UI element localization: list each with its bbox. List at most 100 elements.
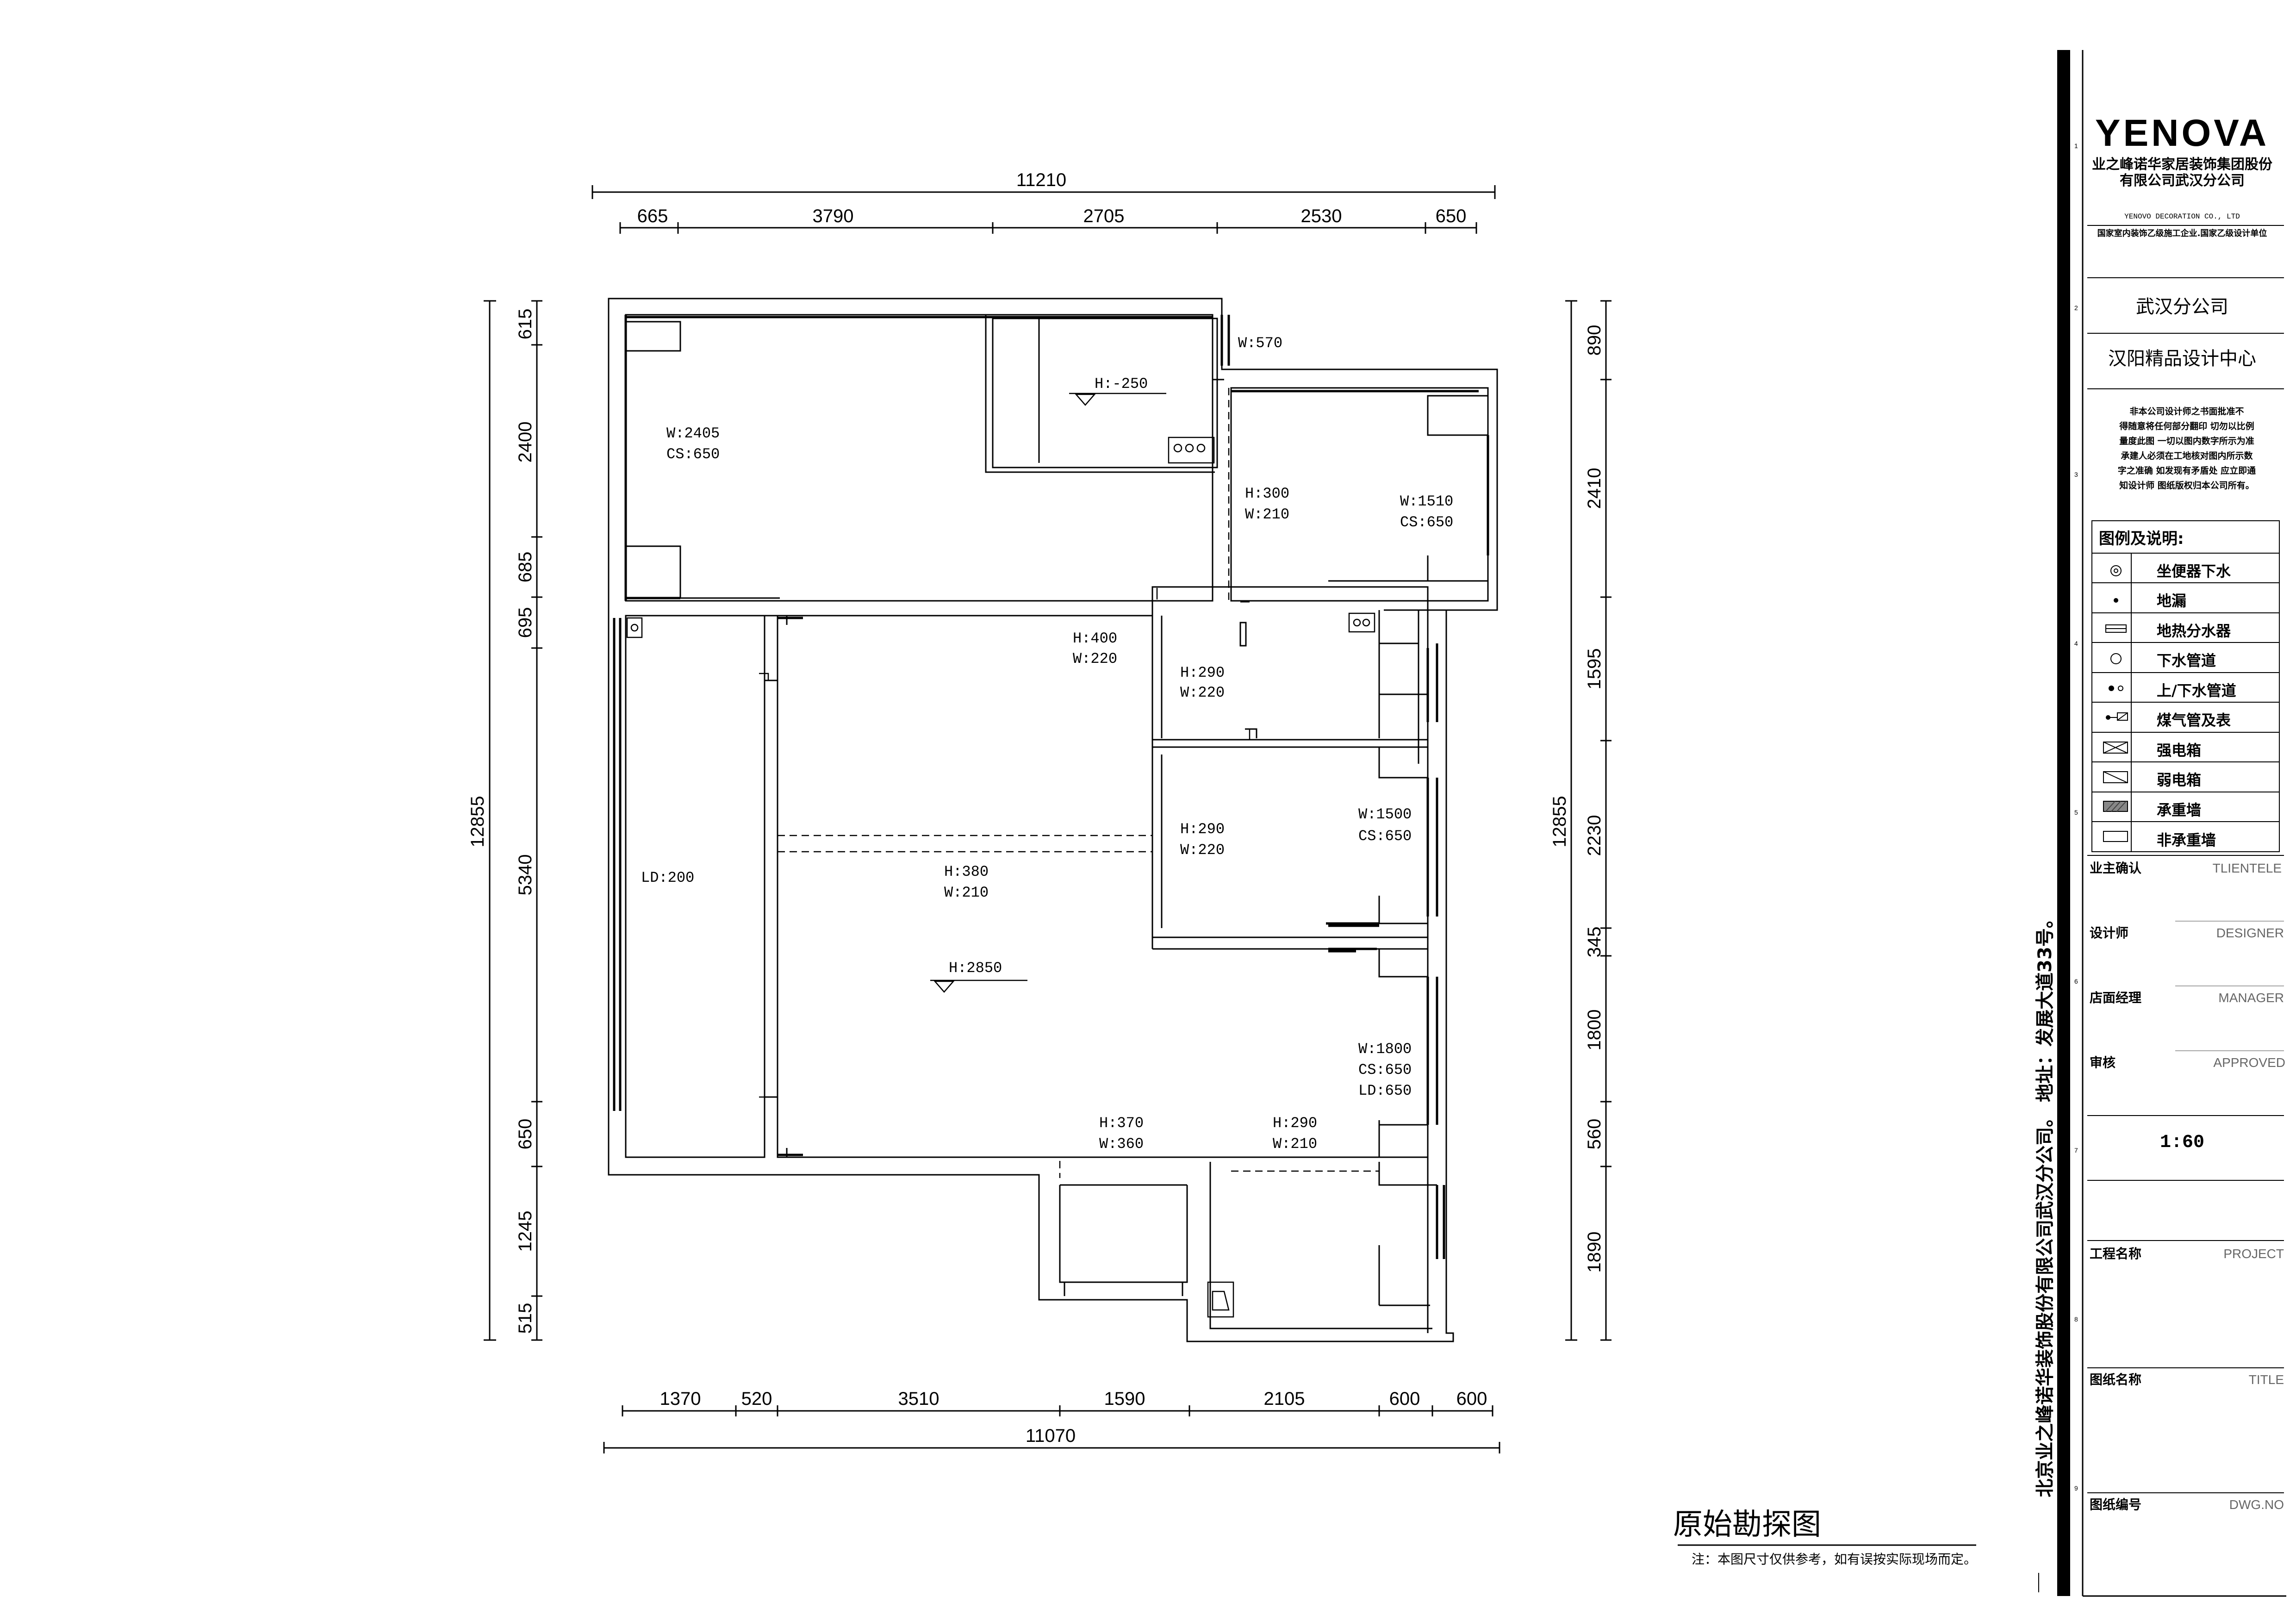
row-number: 7 xyxy=(2074,1147,2078,1154)
interior-walls xyxy=(765,315,1446,1333)
row-number: 5 xyxy=(2074,809,2078,816)
level-triangle-icon xyxy=(933,980,955,993)
field-label: 图纸编号 xyxy=(2090,1497,2141,1512)
dim-top: 650 xyxy=(1436,206,1467,226)
dim-right: 1800 xyxy=(1584,1010,1605,1051)
dim-bottom: 2105 xyxy=(1264,1389,1305,1409)
level-markers xyxy=(930,393,1166,993)
annotation: H:380 xyxy=(944,863,989,880)
field-label-en: MANAGER xyxy=(2218,991,2284,1005)
field-label-en: APPROVED xyxy=(2213,1055,2285,1070)
annotation: H:400 xyxy=(1073,630,1117,647)
field-label: 审核 xyxy=(2090,1055,2116,1070)
dimension-lines xyxy=(484,185,1612,1453)
legend-label: 弱电箱 xyxy=(2157,771,2201,789)
annotation: W:1800 xyxy=(1358,1041,1412,1058)
legend-icons xyxy=(2103,565,2128,842)
gas-pipe-meter-icon xyxy=(2106,712,2128,721)
annotation: CS:650 xyxy=(1400,514,1453,531)
legend-label: 非承重墙 xyxy=(2157,831,2216,849)
load-bearing-wall-icon xyxy=(2103,801,2128,812)
notice-line: 字之准确 如发现有矛盾处 应立即通 xyxy=(2118,465,2256,476)
annotation: W:220 xyxy=(1073,650,1117,667)
drawing-note: 注：本图尺寸仅供参考，如有误按实际现场而定。 xyxy=(1692,1552,1977,1567)
annotation: W:360 xyxy=(1099,1135,1144,1153)
annotation: W:220 xyxy=(1180,842,1225,859)
dim-left: 615 xyxy=(515,309,535,340)
field-label-en: PROJECT xyxy=(2223,1247,2284,1261)
dim-left: 685 xyxy=(515,552,535,583)
windows xyxy=(613,315,1489,1259)
field-label: 店面经理 xyxy=(2090,990,2141,1005)
company-name-en: YENOVO DECORATION CO., LTD xyxy=(2124,212,2240,221)
dim-bottom: 520 xyxy=(741,1389,772,1409)
notice-line: 承建人必须在工地核对图内所示数 xyxy=(2121,450,2253,461)
field-label-en: TITLE xyxy=(2249,1372,2284,1387)
dim-right: 560 xyxy=(1584,1119,1605,1150)
copyright-notice: 非本公司设计师之书面批准不 得随意将任何部分翻印 切勿以比例 量度此图 一切以图… xyxy=(2118,406,2256,491)
dim-bottom: 1590 xyxy=(1104,1389,1145,1409)
annotation: CS:650 xyxy=(1358,828,1412,845)
drawing-title: 原始勘探图 xyxy=(1673,1508,1821,1542)
drain-pipe-icon xyxy=(2110,653,2122,664)
drawing-scale: 1:60 xyxy=(2160,1132,2204,1153)
row-numbers: 1 2 3 4 5 6 7 8 9 xyxy=(2074,142,2078,1492)
dim-bottom: 3510 xyxy=(898,1389,940,1409)
notice-line: 知设计师 图纸版权归本公司所有。 xyxy=(2119,480,2254,491)
field-label-en: DESIGNER xyxy=(2216,926,2284,940)
dim-left-total: 12855 xyxy=(467,796,488,847)
dim-left: 1245 xyxy=(515,1211,535,1252)
dim-right-total: 12855 xyxy=(1549,796,1570,847)
dim-top: 3790 xyxy=(813,206,854,226)
drawing-title-block: 原始勘探图 注：本图尺寸仅供参考，如有误按实际现场而定。 xyxy=(1673,1508,2039,1592)
annotation: H:290 xyxy=(1273,1115,1317,1132)
dim-top: 2705 xyxy=(1083,206,1125,226)
annotation: CS:650 xyxy=(1358,1061,1412,1079)
dashed-openings xyxy=(778,388,1379,1178)
legend-label: 承重墙 xyxy=(2157,801,2201,819)
heating-manifold-icon xyxy=(2105,624,2127,633)
annotation: W:1500 xyxy=(1358,806,1412,823)
signoff-fields: 业主确认 TLIENTELE 设计师 DESIGNER 店面经理 MANAGER… xyxy=(2087,855,2285,1512)
field-label: 设计师 xyxy=(2090,925,2128,941)
legend-labels: 坐便器下水 地漏 地热分水器 下水管道 上/下水管道 煤气管及表 强电箱 弱电箱… xyxy=(2157,562,2236,849)
annotation: W:210 xyxy=(1273,1135,1317,1153)
legend-label: 上/下水管道 xyxy=(2157,682,2236,699)
annotation: H:2850 xyxy=(949,960,1002,977)
legend-table xyxy=(2091,520,2280,852)
dim-left: 515 xyxy=(515,1303,535,1334)
annotation: CS:650 xyxy=(666,446,720,463)
row-number: 3 xyxy=(2074,471,2078,478)
row-number: 6 xyxy=(2074,978,2078,985)
column-notch xyxy=(1245,728,1251,740)
floor-drain-icon xyxy=(2114,598,2118,603)
non-load-bearing-wall-icon xyxy=(2103,831,2128,842)
annotation: W:220 xyxy=(1180,684,1225,701)
annotation: H:290 xyxy=(1180,664,1225,681)
row-number: 8 xyxy=(2074,1316,2078,1323)
field-label: 图纸名称 xyxy=(2090,1372,2141,1387)
dim-bottom: 600 xyxy=(1389,1389,1420,1409)
level-triangle-icon xyxy=(1075,393,1096,406)
annotation: H:290 xyxy=(1180,821,1225,838)
legend-label: 下水管道 xyxy=(2157,652,2216,669)
dim-left: 5340 xyxy=(515,854,535,896)
annotation: LD:200 xyxy=(641,869,694,886)
row-number: 9 xyxy=(2074,1484,2078,1492)
door-panels xyxy=(1326,922,1379,950)
annotation: W:1510 xyxy=(1400,493,1453,510)
dim-right: 1890 xyxy=(1584,1232,1605,1273)
dim-left: 2400 xyxy=(515,422,535,463)
notice-line: 得随意将任何部分翻印 切勿以比例 xyxy=(2119,421,2254,431)
field-label-en: TLIENTELE xyxy=(2213,861,2282,875)
legend-label: 坐便器下水 xyxy=(2157,562,2231,580)
annotation: H:-250 xyxy=(1095,375,1148,393)
column-notch xyxy=(759,673,769,680)
dim-bottom-total: 11070 xyxy=(1026,1426,1076,1446)
annotation: W:210 xyxy=(1245,506,1289,523)
field-label: 工程名称 xyxy=(2090,1246,2141,1261)
dim-right: 2230 xyxy=(1584,815,1605,856)
water-heater-icon xyxy=(1207,1281,1234,1318)
drain-icon xyxy=(626,617,643,638)
legend-label: 强电箱 xyxy=(2157,742,2201,759)
